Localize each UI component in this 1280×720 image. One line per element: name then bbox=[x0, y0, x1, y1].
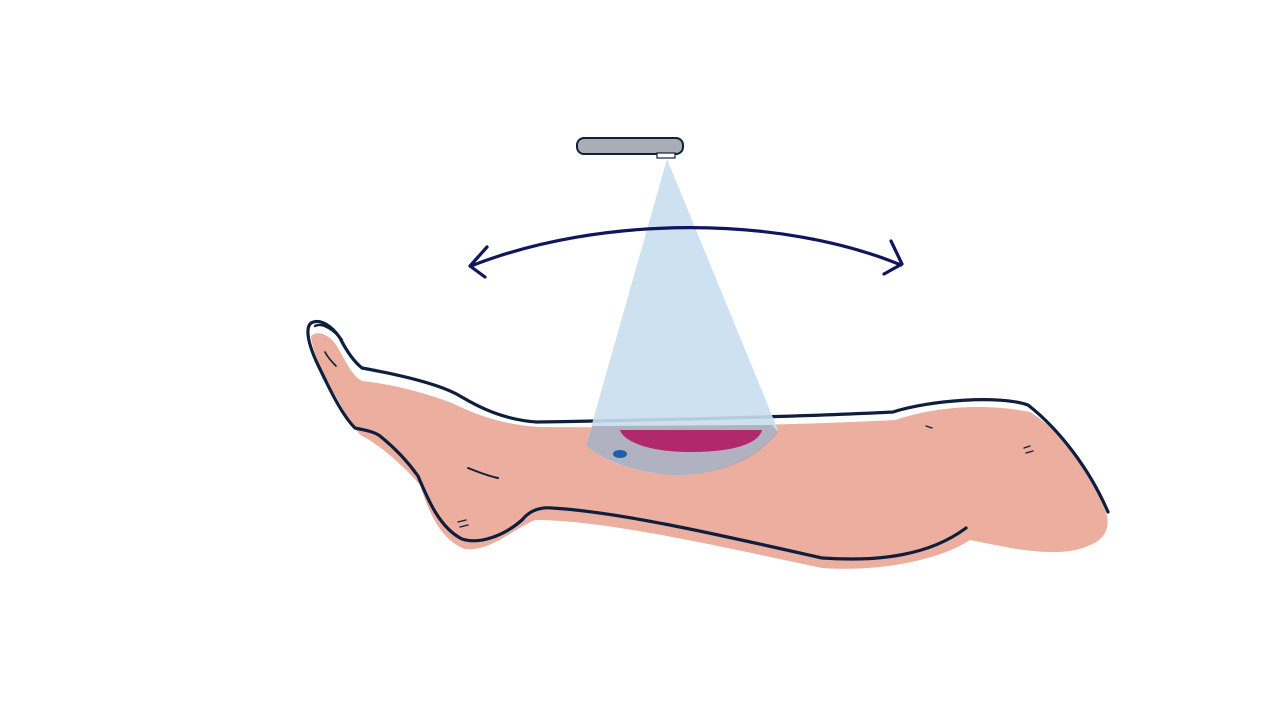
probe-tip bbox=[656, 152, 676, 159]
probe-body bbox=[576, 137, 684, 155]
heel-mark bbox=[457, 519, 469, 528]
vessel-dot bbox=[613, 450, 627, 458]
tissue-region bbox=[620, 430, 762, 452]
ankle-bone-line bbox=[467, 467, 499, 479]
sweep-arrow-icon bbox=[468, 226, 904, 279]
calf-mark bbox=[1023, 445, 1034, 454]
leg-outline bbox=[306, 319, 1110, 561]
ultrasound-probe-icon bbox=[576, 137, 684, 159]
sweep-arrowhead-right bbox=[882, 239, 904, 276]
sweep-arc bbox=[469, 226, 903, 268]
ultrasound-beam bbox=[586, 159, 778, 475]
scan-window bbox=[586, 425, 778, 476]
knee-mark bbox=[925, 425, 933, 429]
sweep-arrowhead-left bbox=[468, 245, 489, 279]
toenail bbox=[313, 323, 344, 342]
toe-crease bbox=[324, 351, 337, 367]
beam-cone bbox=[586, 159, 778, 475]
